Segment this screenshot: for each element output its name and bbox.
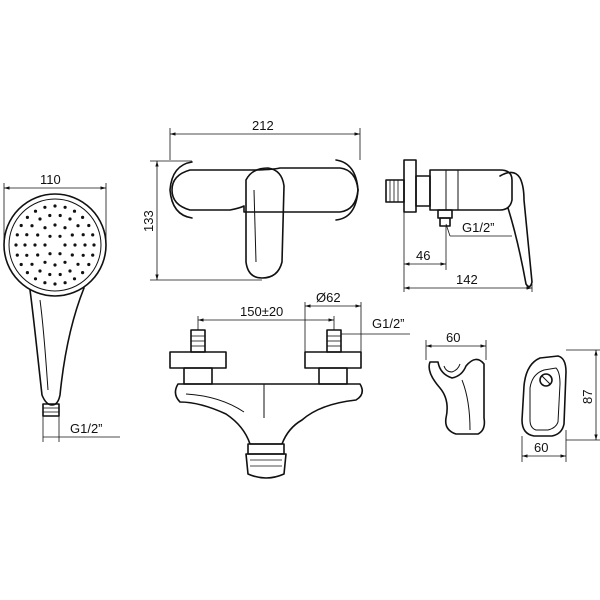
nozzle-dot — [81, 253, 85, 257]
nozzle-dot — [48, 252, 52, 256]
nozzle-dot — [33, 209, 38, 213]
hand-shower: 110 G1/2” — [3, 172, 120, 442]
nozzle-dot — [19, 223, 23, 228]
nozzle-pattern — [14, 204, 96, 286]
nozzle-dot — [25, 253, 29, 257]
nozzle-dot — [63, 243, 67, 247]
nozzle-dot — [43, 260, 47, 264]
dim-side-depth-inner: 46 — [416, 248, 430, 263]
nozzle-dot — [48, 234, 52, 238]
nozzle-dot — [70, 233, 74, 237]
nozzle-dot — [23, 243, 27, 247]
nozzle-dot — [48, 213, 52, 218]
nozzle-dot — [43, 205, 47, 209]
nozzle-dot — [68, 269, 72, 273]
nozzle-dot — [43, 226, 47, 230]
nozzle-dot — [33, 243, 37, 247]
nozzle-dot — [91, 253, 95, 257]
nozzle-dot — [58, 213, 62, 218]
nozzle-dot — [38, 217, 42, 221]
nozzle-dot — [33, 277, 38, 281]
nozzle-dot — [68, 217, 72, 221]
nozzle-dot — [53, 223, 57, 227]
nozzle-dot — [53, 263, 57, 267]
nozzle-dot — [58, 252, 62, 256]
nozzle-dot — [83, 243, 87, 247]
dim-flange-diameter: Ø62 — [316, 290, 341, 305]
nozzle-dot — [15, 233, 19, 237]
dim-holder-side-width: 60 — [534, 440, 548, 455]
nozzle-dot — [81, 215, 85, 219]
nozzle-dot — [63, 205, 67, 209]
nozzle-dot — [53, 204, 57, 208]
nozzle-dot — [63, 260, 67, 264]
nozzle-dot — [58, 234, 62, 238]
nozzle-dot — [38, 269, 42, 273]
nozzle-dot — [76, 224, 80, 228]
nozzle-dot — [92, 243, 96, 247]
nozzle-dot — [58, 272, 62, 277]
nozzle-dot — [81, 271, 85, 275]
dim-holder-front-width: 60 — [446, 330, 460, 345]
nozzle-dot — [19, 262, 23, 267]
holder-front-view: 60 — [425, 330, 487, 435]
dim-hand-shower-thread: G1/2” — [70, 421, 103, 436]
nozzle-dot — [30, 262, 34, 266]
nozzle-dot — [36, 253, 40, 257]
dim-side-depth-total: 142 — [456, 272, 478, 287]
nozzle-dot — [15, 253, 19, 257]
nozzle-dot — [81, 233, 85, 237]
mixer-front-view: 212 133 — [141, 118, 361, 281]
nozzle-dot — [63, 281, 67, 285]
dim-mixer-height: 133 — [141, 210, 156, 232]
mixer-side-view: G1/2” 46 142 — [385, 159, 533, 292]
nozzle-dot — [87, 262, 91, 267]
dim-mixer-width: 212 — [252, 118, 274, 133]
dim-holder-side-height: 87 — [580, 390, 595, 404]
dim-inlet-thread: G1/2” — [372, 316, 405, 331]
nozzle-dot — [63, 226, 67, 230]
nozzle-dot — [43, 243, 47, 247]
dim-side-thread: G1/2” — [462, 220, 495, 235]
nozzle-dot — [87, 223, 91, 228]
dim-inlet-spacing: 150±20 — [240, 304, 283, 319]
nozzle-dot — [73, 243, 77, 247]
mixer-bottom-view: 150±20 Ø62 G1/2” — [169, 290, 410, 479]
nozzle-dot — [48, 272, 52, 277]
nozzle-dot — [76, 262, 80, 266]
dim-hand-shower-width: 110 — [40, 172, 61, 187]
nozzle-dot — [70, 253, 74, 257]
nozzle-dot — [25, 271, 29, 275]
nozzle-dot — [72, 277, 77, 281]
nozzle-dot — [72, 209, 77, 213]
nozzle-dot — [25, 215, 29, 219]
nozzle-dot — [25, 233, 29, 237]
nozzle-dot — [91, 233, 95, 237]
nozzle-dot — [36, 233, 40, 237]
holder-side-view: 87 60 — [521, 349, 600, 462]
nozzle-dot — [43, 281, 47, 285]
nozzle-dot — [14, 243, 18, 247]
nozzle-dot — [53, 282, 57, 286]
nozzle-dot — [30, 224, 34, 228]
